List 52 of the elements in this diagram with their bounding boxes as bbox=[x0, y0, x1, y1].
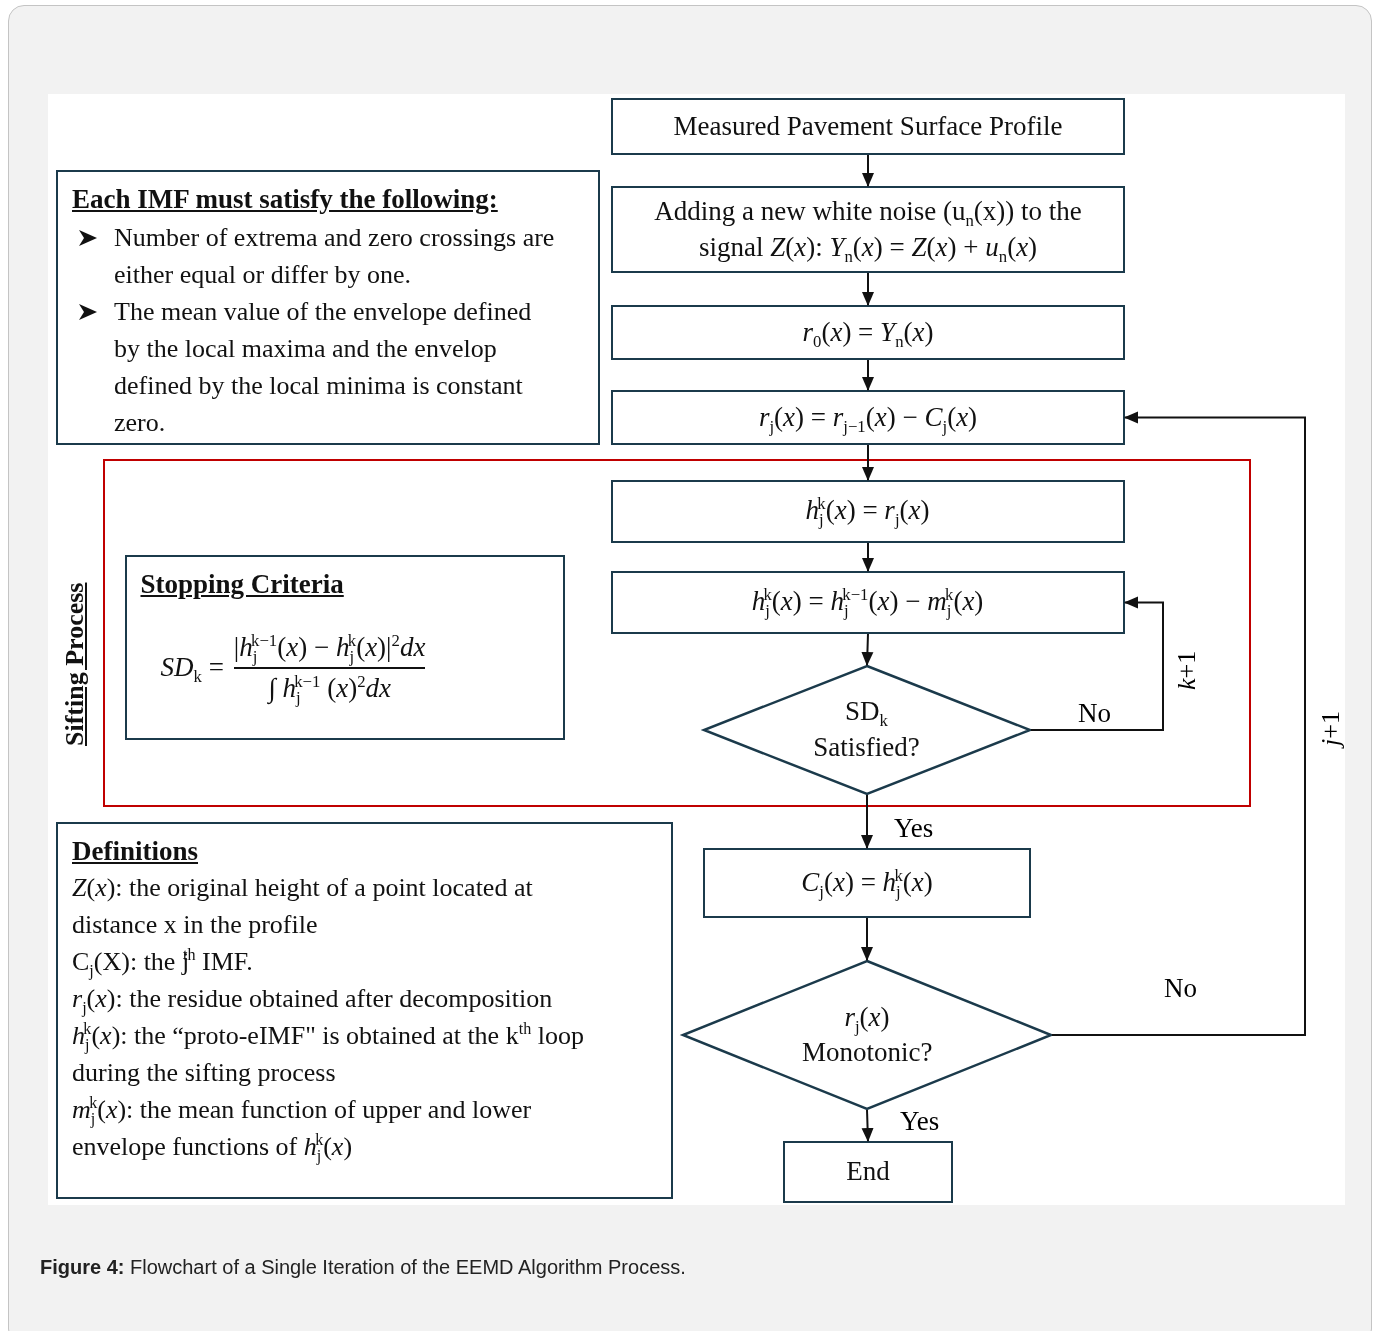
arrow bbox=[1051, 411, 1306, 1036]
decision-text: r$_{j}$(x) Monotonic? bbox=[802, 1000, 932, 1069]
bullet-text: The mean value of the envelope defined by the local maxima and the envelop defined by the local minima is constant zero. bbox=[114, 296, 533, 440]
definitions-panel bbox=[56, 822, 673, 1199]
edge-label: No bbox=[1164, 975, 1197, 1002]
criteria-panel bbox=[124, 554, 565, 740]
loop-counter-label: k+1 bbox=[1174, 650, 1200, 690]
decision-text: SD$_{k}$ Satisfied? bbox=[812, 695, 921, 764]
arrow bbox=[861, 794, 873, 849]
arrow bbox=[862, 154, 874, 187]
edge-label: Yes bbox=[894, 815, 934, 842]
box-text: C$_{j}$(x) = h$_{j}$$^{k}$(x) bbox=[801, 865, 933, 901]
arrow bbox=[862, 272, 874, 306]
requirements-panel bbox=[56, 170, 600, 445]
formula-text: ∫ h$_{j}$$^{k−1}$ (x)$^{2}$dx bbox=[268, 670, 391, 706]
box-text: h$_{j}$$^{k}$(x) = h$_{j}$$^{k−1}$(x) − m$_{j}$$^{k}$(x) bbox=[751, 584, 984, 620]
edge-label: Yes bbox=[900, 1108, 940, 1135]
arrow bbox=[861, 917, 873, 961]
process-box bbox=[611, 305, 1125, 360]
box-text: End bbox=[846, 1155, 890, 1189]
arrow bbox=[861, 1109, 874, 1142]
formula-text: SD$_{k}$ = bbox=[160, 651, 224, 686]
box-text: r$_{j}$(x) = r$_{j−1}$(x) − C$_{j}$(x) bbox=[758, 400, 978, 436]
box-text: Measured Pavement Surface Profile bbox=[673, 109, 1063, 143]
arrow bbox=[862, 444, 874, 481]
arrow bbox=[861, 633, 874, 666]
process-box bbox=[610, 479, 1125, 543]
arrow bbox=[1030, 596, 1164, 731]
process-box bbox=[703, 848, 1031, 918]
definition-text: m$_{j}$$^{k}$(x): the mean function of upper and lower envelope functions of h$_{j}$$^{k}$(x) bbox=[72, 1093, 533, 1166]
arrow bbox=[862, 359, 874, 391]
box-text: Adding a new white noise (u$_{n}$(x)) to the signal Z(x): Y$_{n}$(x) = Z(x) + u$_{n}$(x) bbox=[653, 195, 1083, 265]
definition-text: Z(x): the original height of a point located at distance x in the profile bbox=[72, 872, 534, 942]
box-text: h$_{j}$$^{k}$(x) = r$_{j}$(x) bbox=[805, 493, 930, 529]
process-box bbox=[610, 570, 1125, 634]
bullet-text: Number of extrema and zero crossings are either equal or differ by one. bbox=[114, 222, 556, 292]
edge-label: No bbox=[1078, 700, 1111, 727]
panel-heading: Stopping Criteria bbox=[140, 567, 344, 601]
arrow bbox=[862, 542, 874, 572]
definition-text: r$_{j}$(x): the residue obtained after decomposition bbox=[72, 983, 554, 1018]
terminal-box bbox=[783, 1141, 953, 1203]
box-text: r$_{0}$(x) = Y$_{n}$(x) bbox=[802, 315, 934, 351]
formula-text: |h$_{j}$$^{k−1}$(x) − h$_{j}$$^{k}$(x)|$^{2}$dx bbox=[233, 629, 426, 665]
decision-diamond bbox=[682, 960, 1052, 1110]
decision-diamond bbox=[702, 664, 1031, 795]
process-box bbox=[611, 186, 1125, 273]
group-heading: Sifting Process bbox=[59, 582, 90, 746]
panel-heading: Each IMF must satisfy the following: bbox=[72, 183, 498, 216]
process-box bbox=[611, 98, 1125, 155]
panel-heading: Definitions bbox=[72, 835, 198, 868]
process-box bbox=[611, 390, 1125, 445]
figure-caption: Figure 4: Flowchart of a Single Iteration of the EEMD Algorithm Process. bbox=[40, 1256, 686, 1279]
